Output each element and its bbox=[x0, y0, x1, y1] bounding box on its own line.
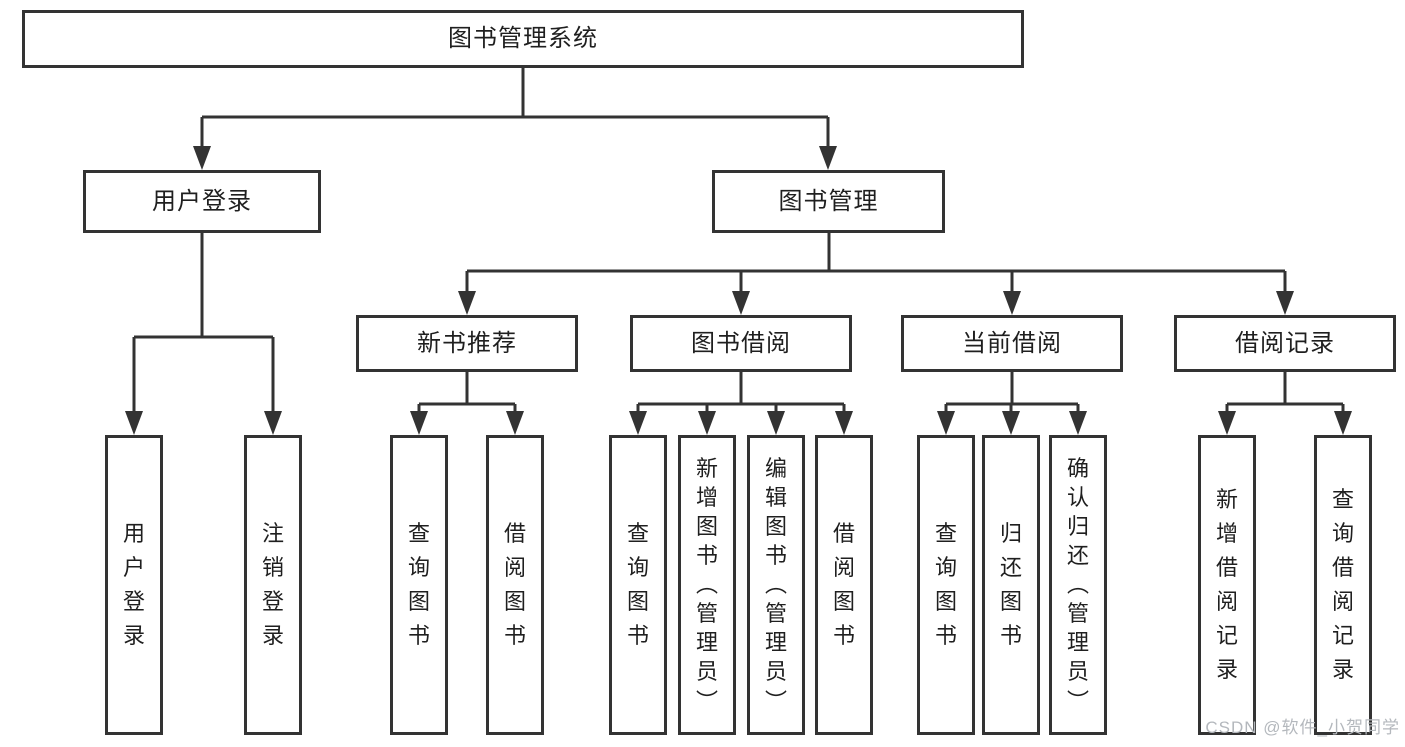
arrow-down bbox=[1069, 411, 1087, 435]
arrow-down bbox=[732, 291, 750, 315]
arrow-down bbox=[629, 411, 647, 435]
arrow-down bbox=[819, 146, 837, 170]
arrow-down bbox=[125, 411, 143, 435]
arrow-down bbox=[1002, 411, 1020, 435]
arrow-down bbox=[767, 411, 785, 435]
watermark: CSDN @软件_小贺同学 bbox=[1205, 718, 1400, 737]
leaf-borrow-borrow-books: 借阅图书 bbox=[815, 435, 873, 735]
arrow-down bbox=[264, 411, 282, 435]
node-new-book-recommend: 新书推荐 bbox=[356, 315, 578, 372]
arrow-down bbox=[193, 146, 211, 170]
leaf-borrow-add-books-admin: 新增图书︵管理员︶ bbox=[678, 435, 736, 735]
arrow-down bbox=[937, 411, 955, 435]
leaf-borrow-query-books: 查询图书 bbox=[609, 435, 667, 735]
node-borrow-records: 借阅记录 bbox=[1174, 315, 1396, 372]
leaf-current-confirm-return-admin: 确认归还︵管理员︶ bbox=[1049, 435, 1107, 735]
leaf-records-query-record: 查询借阅记录 bbox=[1314, 435, 1372, 735]
leaf-newrec-query-books: 查询图书 bbox=[390, 435, 448, 735]
arrow-down bbox=[1003, 291, 1021, 315]
arrow-down bbox=[506, 411, 524, 435]
arrow-down bbox=[1218, 411, 1236, 435]
connector-edges bbox=[132, 68, 1345, 413]
node-root: 图书管理系统 bbox=[22, 10, 1024, 68]
leaf-borrow-edit-books-admin: 编辑图书︵管理员︶ bbox=[747, 435, 805, 735]
node-user-login: 用户登录 bbox=[83, 170, 321, 233]
arrow-down bbox=[1334, 411, 1352, 435]
node-book-borrow: 图书借阅 bbox=[630, 315, 852, 372]
arrow-down bbox=[698, 411, 716, 435]
arrow-down bbox=[1276, 291, 1294, 315]
leaf-current-query-books: 查询图书 bbox=[917, 435, 975, 735]
leaf-logout: 注销登录 bbox=[244, 435, 302, 735]
arrow-down bbox=[410, 411, 428, 435]
leaf-current-return-books: 归还图书 bbox=[982, 435, 1040, 735]
leaf-records-add-record: 新增借阅记录 bbox=[1198, 435, 1256, 735]
arrow-down bbox=[835, 411, 853, 435]
node-book-management: 图书管理 bbox=[712, 170, 945, 233]
leaf-user-login: 用户登录 bbox=[105, 435, 163, 735]
arrow-down bbox=[458, 291, 476, 315]
leaf-newrec-borrow-books: 借阅图书 bbox=[486, 435, 544, 735]
node-current-borrow: 当前借阅 bbox=[901, 315, 1123, 372]
connector-arrowheads bbox=[125, 146, 1352, 435]
